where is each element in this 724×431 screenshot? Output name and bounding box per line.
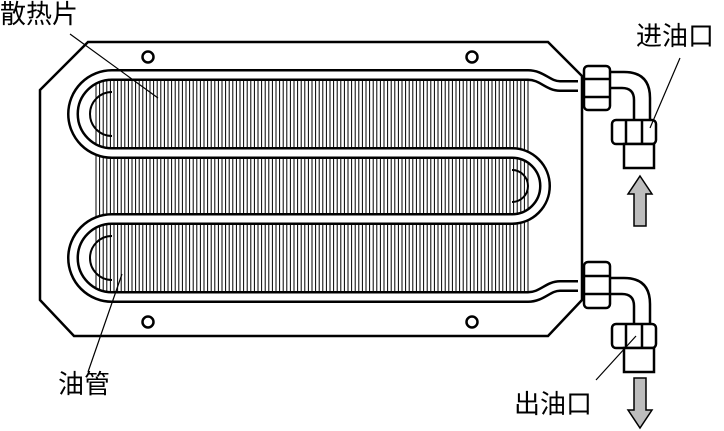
inlet-spout: [622, 142, 656, 170]
outlet-spout: [622, 346, 656, 374]
inlet-fitting: [582, 64, 658, 170]
oil-pipe-inner: [69, 71, 578, 301]
outlet-nut: [582, 260, 612, 310]
inlet-collar: [610, 118, 658, 146]
outlet-leader-line: [595, 335, 637, 381]
oil-pipe-inner-loop: [89, 91, 529, 281]
oil-outlet-label: 出油口: [514, 390, 593, 420]
oil-pipe: [67, 69, 578, 303]
oil-inlet-label: 进油口: [636, 22, 715, 52]
mounting-hole-bottom-right: [465, 315, 479, 329]
oil-pipe-leader-line: [87, 273, 123, 373]
leader-lines: [69, 33, 681, 381]
outlet-collar: [610, 322, 658, 350]
outlet-fitting: [582, 260, 658, 374]
fins-leader-line: [69, 33, 159, 99]
mounting-holes: [141, 50, 479, 329]
inlet-nut: [582, 64, 612, 112]
mounting-hole-top-left: [141, 50, 155, 64]
mounting-hole-top-right: [465, 50, 479, 64]
mounting-hole-bottom-left: [141, 315, 155, 329]
inlet-leader-line: [649, 57, 681, 129]
inlet-flow-arrow: [626, 174, 654, 227]
fins-label: 散热片: [0, 0, 79, 30]
cooling-fins: [95, 80, 529, 292]
outlet-flow-arrow: [626, 377, 654, 430]
oil-pipe-label: 油管: [58, 370, 111, 400]
